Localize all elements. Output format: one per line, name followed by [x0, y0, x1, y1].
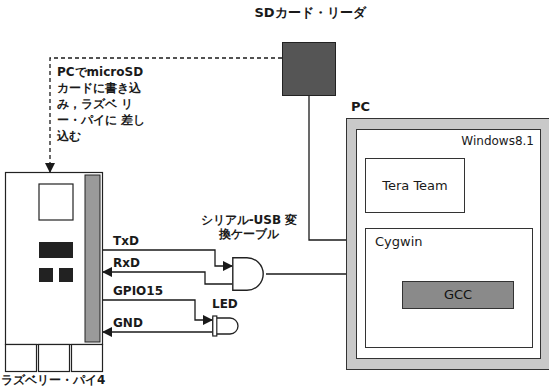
usb-serial-cable: シリアル-USB 変換ケーブル — [232, 257, 266, 291]
cygwin-box: CygwinGCC — [365, 228, 533, 348]
signal-wire — [103, 272, 232, 284]
led-label: LED — [212, 297, 238, 311]
signal-wire — [103, 331, 212, 332]
reader-label: SDカード・リーダ — [253, 6, 367, 20]
compiler-box: GCC — [402, 281, 514, 309]
signal-name: TxD — [112, 234, 140, 248]
sd-card-reader: SDカード・リーダ — [282, 42, 336, 96]
led-shape — [212, 314, 242, 338]
terminal-label: Tera Team — [366, 159, 464, 212]
os-panel: Windows8.1Tera TeamCygwinGCC — [356, 129, 541, 359]
pc-label: PC — [351, 100, 370, 114]
signal-name: GND — [112, 316, 144, 330]
dashed-arrow — [50, 58, 282, 172]
usb-serial-cable-shape — [232, 257, 266, 291]
board-label: ラズベリー・パイ4 — [1, 373, 105, 387]
signal-wire — [309, 96, 346, 240]
pc-box: PCWindows8.1Tera TeamCygwinGCC — [346, 118, 549, 370]
os-label: Windows8.1 — [461, 134, 534, 148]
led: LED — [212, 314, 242, 338]
signal-wire — [266, 273, 346, 274]
terminal-box: Tera Team — [365, 158, 465, 213]
signal-name: GPIO15 — [112, 284, 164, 298]
raspberry-pi-board-shape — [5, 172, 103, 372]
cable-label: シリアル-USB 変換ケーブル — [198, 213, 300, 241]
signal-name: RxD — [112, 256, 141, 270]
note-label: PCでmicroSD カードに書き込み，ラズベ リー・パイに 差し込む — [56, 64, 150, 144]
cygwin-label: Cygwin — [375, 235, 423, 249]
raspberry-pi-board: ラズベリー・パイ4 — [5, 172, 103, 372]
compiler-label: GCC — [403, 282, 513, 308]
